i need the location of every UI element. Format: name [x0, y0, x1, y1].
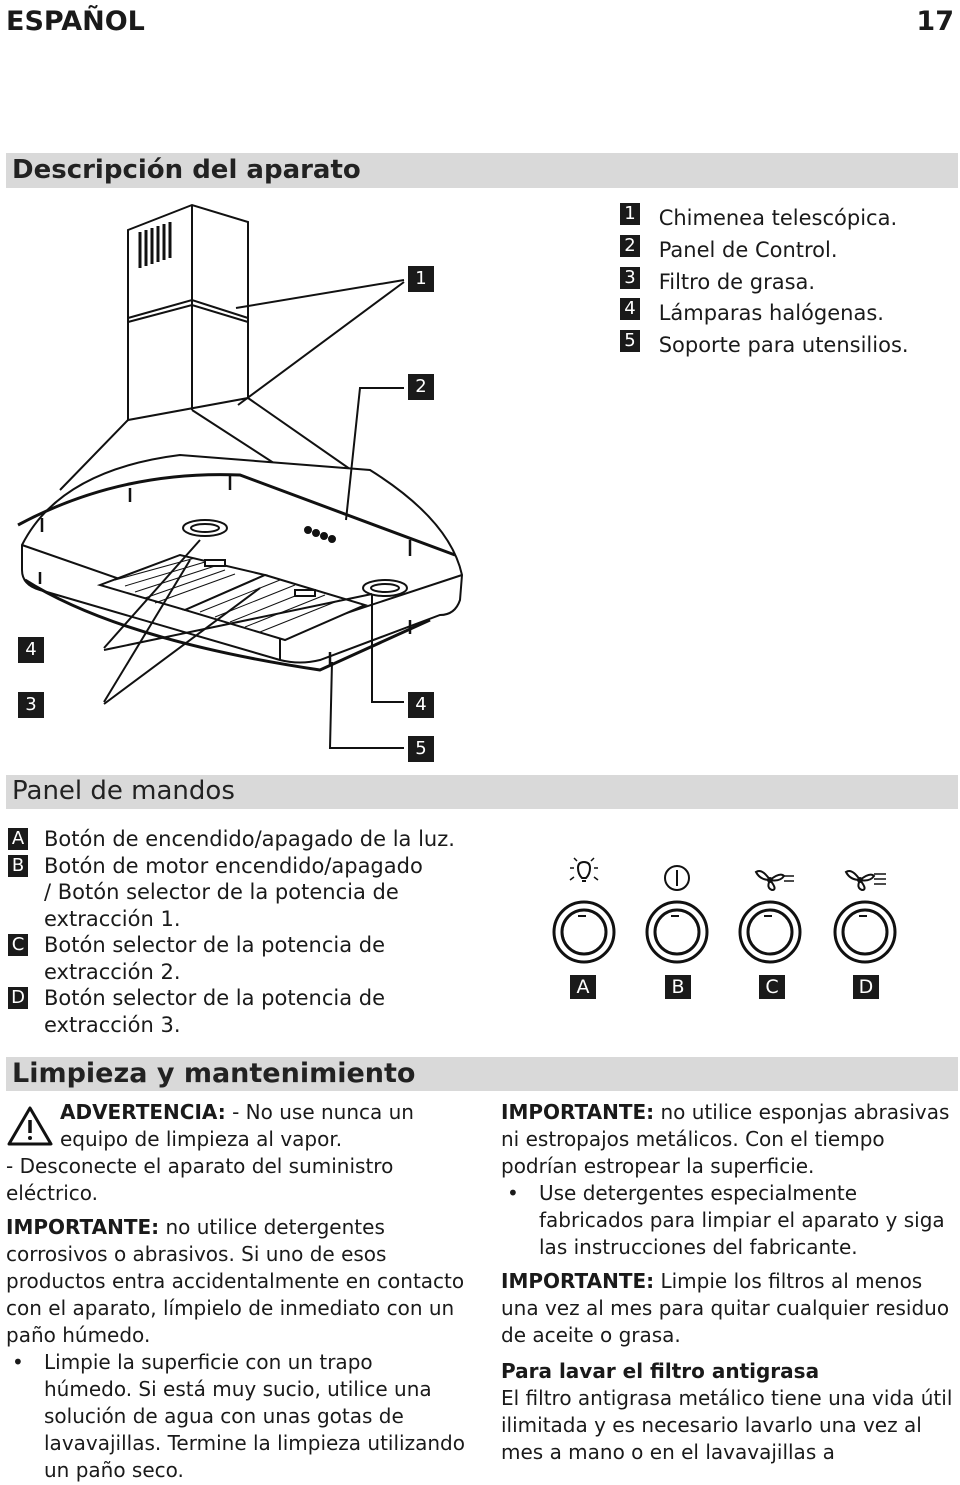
important-text: no utilice esponjas abrasivas ni estropa…	[501, 1100, 950, 1178]
fan-speed-2-icon	[844, 870, 886, 892]
control-item-b: B Botón de motor encendido/apagado / Bot…	[6, 853, 486, 933]
control-text-line: extracción 2.	[44, 959, 181, 984]
legend-text: Lámparas halógenas.	[658, 301, 884, 325]
section-title-description: Descripción del aparato	[12, 155, 361, 185]
control-label-b: B	[665, 975, 691, 999]
control-item-c: C Botón selector de la potencia de extra…	[6, 932, 486, 985]
power-icon	[664, 865, 690, 891]
legend-key: 4	[620, 298, 640, 320]
important-paragraph-left: IMPORTANTE: no utilice detergentes corro…	[6, 1214, 466, 1349]
warning-text-1: - No use nunca un	[225, 1100, 414, 1124]
control-text-line: Botón selector de la potencia de	[44, 933, 385, 957]
legend-text: Soporte para utensilios.	[658, 333, 909, 357]
section-band-controls: Panel de mandos	[6, 775, 958, 809]
control-label-c: C	[759, 975, 785, 999]
range-hood-illustration	[17, 203, 464, 749]
section-band-cleaning: Limpieza y mantenimiento	[6, 1057, 958, 1091]
cleaning-right-column: IMPORTANTE: no utilice esponjas abrasiva…	[501, 1099, 957, 1466]
fan-speed-1-icon	[754, 870, 794, 892]
section-band-description: Descripción del aparato	[6, 153, 958, 188]
legend-item: 5 Soporte para utensilios.	[620, 330, 909, 362]
important-paragraph-right-1: IMPORTANTE: no utilice esponjas abrasiva…	[501, 1099, 957, 1180]
legend-text: Filtro de grasa.	[658, 270, 816, 294]
control-item-d: D Botón selector de la potencia de extra…	[6, 985, 486, 1038]
warning-line-1: ADVERTENCIA: - No use nunca un	[60, 1099, 466, 1126]
warning-label: ADVERTENCIA:	[60, 1100, 226, 1124]
page-language-header: ESPAÑOL	[6, 6, 145, 37]
callout-3: 3	[18, 692, 44, 718]
control-text-line: extracción 3.	[44, 1012, 181, 1037]
important-label: IMPORTANTE:	[501, 1100, 655, 1124]
filter-wash-paragraph: El filtro antigrasa metálico tiene una v…	[501, 1386, 953, 1464]
control-key: B	[8, 854, 28, 877]
legend-key: 5	[620, 330, 640, 352]
control-text-line: Botón de encendido/apagado de la luz.	[44, 827, 455, 851]
controls-list: A Botón de encendido/apagado de la luz. …	[6, 826, 486, 1038]
light-bulb-icon	[569, 857, 599, 882]
control-item-a: A Botón de encendido/apagado de la luz.	[6, 826, 486, 853]
legend-item: 1 Chimenea telescópica.	[620, 203, 897, 235]
control-key: C	[8, 934, 28, 956]
callout-2: 2	[408, 374, 434, 400]
warning-triangle-icon	[7, 1106, 53, 1146]
important-paragraph-right-2: IMPORTANTE: Limpie los filtros al menos …	[501, 1268, 957, 1349]
warning-line-2: equipo de limpieza al vapor.	[60, 1127, 343, 1151]
filter-wash-subheading: Para lavar el filtro antigrasa	[501, 1359, 820, 1383]
control-key: D	[8, 987, 28, 1009]
callout-1: 1	[408, 266, 434, 292]
control-text-line: / Botón selector de la potencia de	[44, 880, 399, 904]
warning-block: ADVERTENCIA: - No use nunca un equipo de…	[6, 1099, 466, 1153]
control-key: A	[8, 828, 28, 850]
important-label: IMPORTANTE:	[501, 1269, 655, 1293]
page-number: 17	[916, 6, 954, 37]
disconnect-paragraph: - Desconecte el aparato del suministro e…	[6, 1154, 394, 1205]
legend-key: 1	[620, 203, 640, 225]
legend-item: 2 Panel de Control.	[620, 235, 838, 267]
bullet-detergents: Use detergentes especialmente fabricados…	[501, 1180, 957, 1261]
control-label-d: D	[853, 975, 879, 999]
important-text: Limpie los filtros al menos una vez al m…	[501, 1269, 950, 1347]
important-label: IMPORTANTE:	[6, 1215, 160, 1239]
control-panel-illustration	[552, 857, 897, 964]
control-text-line: extracción 1.	[44, 906, 181, 931]
callout-5: 5	[408, 736, 434, 762]
legend-item: 3 Filtro de grasa.	[620, 267, 815, 299]
bullet-clean-surface: Limpie la superficie con un trapo húmedo…	[6, 1349, 466, 1484]
callout-4-left: 4	[18, 637, 44, 663]
legend-key: 3	[620, 267, 640, 289]
section-title-controls: Panel de mandos	[12, 776, 235, 806]
section-title-cleaning: Limpieza y mantenimiento	[12, 1058, 416, 1089]
control-text-line: Botón de motor encendido/apagado	[44, 853, 423, 878]
control-label-a: A	[570, 975, 596, 999]
legend-text: Chimenea telescópica.	[658, 206, 898, 230]
legend-item: 4 Lámparas halógenas.	[620, 298, 884, 330]
control-text-line: Botón selector de la potencia de	[44, 986, 385, 1010]
important-text: no utilice detergentes corrosivos o abra…	[6, 1215, 465, 1347]
legend-text: Panel de Control.	[658, 238, 838, 262]
callout-4-right: 4	[408, 692, 434, 718]
cleaning-left-column: ADVERTENCIA: - No use nunca un equipo de…	[6, 1099, 466, 1484]
legend-key: 2	[620, 235, 640, 257]
